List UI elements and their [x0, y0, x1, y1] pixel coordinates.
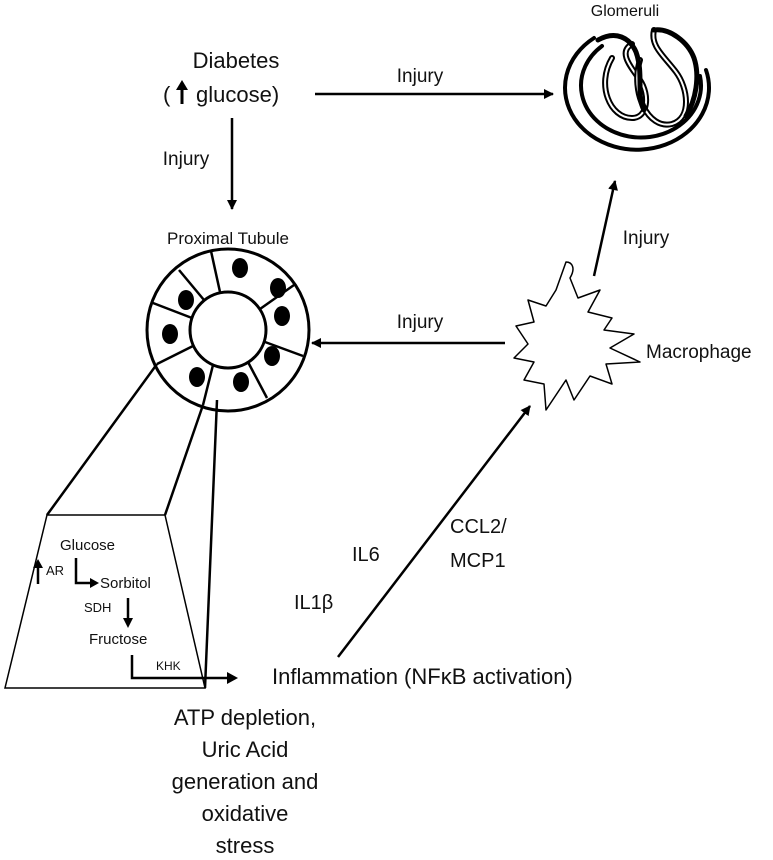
sorbitol-label: Sorbitol — [100, 575, 151, 592]
sorbitol-to-fructose-arrow — [123, 598, 133, 628]
proximal-tubule-label: Proximal Tubule — [167, 229, 289, 248]
ccl2-label: CCL2/ — [450, 516, 507, 538]
mcp1-label: MCP1 — [450, 550, 506, 572]
edge-label-macrophage-tubule: Injury — [397, 312, 444, 333]
outcome-line-3: generation and — [172, 769, 319, 794]
outcome-line-5: stress — [216, 833, 275, 858]
glucose-label: Glucose — [60, 537, 115, 554]
diabetes-glucose-label: glucose) — [196, 82, 279, 107]
fructose-to-outcome-arrow — [130, 655, 238, 684]
outcome-line-4: oxidative — [202, 801, 289, 826]
outcome-line-1: ATP depletion, — [174, 705, 316, 730]
outcome-text: ATP depletion, Uric Acid generation and … — [172, 705, 319, 858]
fructose-label: Fructose — [89, 631, 147, 648]
zoom-trapezoid — [4, 514, 206, 689]
macrophage-label: Macrophage — [646, 342, 752, 363]
edge-label-diabetes-glomeruli: Injury — [397, 66, 444, 87]
sdh-label: SDH — [84, 600, 111, 615]
arrow-macrophage-to-glomeruli — [592, 180, 618, 277]
zoom-lines — [45, 363, 219, 689]
edge-label-macrophage-glomeruli: Injury — [623, 228, 670, 249]
inflammation-label: Inflammation (NFκB activation) — [272, 664, 573, 689]
arrow-inflammation-to-macrophage — [337, 405, 531, 658]
il1b-label: IL1β — [294, 592, 333, 614]
ar-label: AR — [46, 563, 64, 578]
macrophage-icon — [513, 261, 641, 411]
up-arrow-icon — [176, 80, 188, 104]
diabetes-paren: ( — [163, 82, 171, 107]
glucose-to-sorbitol-arrow — [74, 558, 99, 588]
proximal-tubule-icon — [145, 247, 311, 413]
glomeruli-label: Glomeruli — [591, 3, 659, 20]
glomerulus-icon — [563, 27, 712, 152]
diabetes-label: Diabetes — [193, 48, 280, 73]
ar-up-arrow-icon — [33, 559, 43, 584]
edge-label-diabetes-tubule: Injury — [163, 149, 210, 170]
khk-label: KHK — [156, 659, 181, 673]
outcome-line-2: Uric Acid — [202, 737, 289, 762]
il6-label: IL6 — [352, 544, 380, 566]
